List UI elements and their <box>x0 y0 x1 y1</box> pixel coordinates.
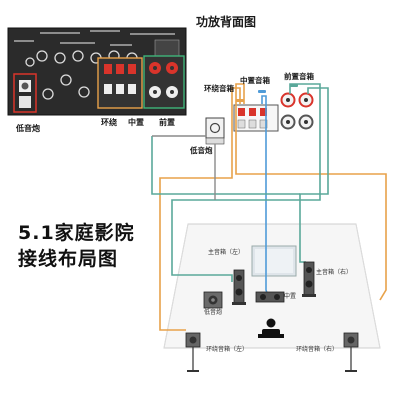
amp-label-surround: 环绕 <box>101 118 117 127</box>
center-speaker <box>255 291 285 303</box>
wire-sub <box>152 135 216 200</box>
amp-label-front: 前置 <box>159 118 175 127</box>
surround-speaker-right <box>343 332 359 372</box>
amp-label-subwoofer: 低音炮 <box>16 124 40 133</box>
connection-terminal-block <box>205 84 314 145</box>
subwoofer-speaker <box>203 291 223 309</box>
main-speaker-right <box>302 261 316 297</box>
conn-label-center: 中置音箱 <box>240 76 270 85</box>
wire-surround <box>159 83 387 331</box>
panel-title-bar <box>190 11 280 27</box>
panel-title: 功放背面图 <box>196 15 257 29</box>
room-label-subwoofer: 低音炮 <box>204 309 223 316</box>
tv-screen <box>251 245 297 277</box>
surround-speaker-left <box>185 332 201 372</box>
main-title-line1: 5.1家庭影院 <box>18 222 135 244</box>
front-terminal-box <box>143 55 185 109</box>
listener-figure <box>258 318 284 338</box>
amp-rear-panel <box>7 27 187 116</box>
room-label-surround-left: 环绕音箱（左） <box>206 346 249 353</box>
room-label-main-left: 主音箱（左） <box>208 249 245 256</box>
conn-label-subwoofer: 低音炮 <box>190 146 213 155</box>
room-label-main-right: 主音箱（右） <box>316 269 353 276</box>
conn-label-front: 前置音箱 <box>284 72 314 81</box>
conn-label-surround: 环绕音箱 <box>204 84 234 93</box>
room-label-surround-right: 环绕音箱（右） <box>296 346 339 353</box>
amp-label-center: 中置 <box>128 118 144 127</box>
main-title-line2: 接线布局图 <box>18 248 119 270</box>
sub-jack-highlight <box>13 73 37 113</box>
main-speaker-left <box>232 269 246 305</box>
wire-front <box>151 83 329 282</box>
room-label-center: 中置 <box>284 293 297 300</box>
